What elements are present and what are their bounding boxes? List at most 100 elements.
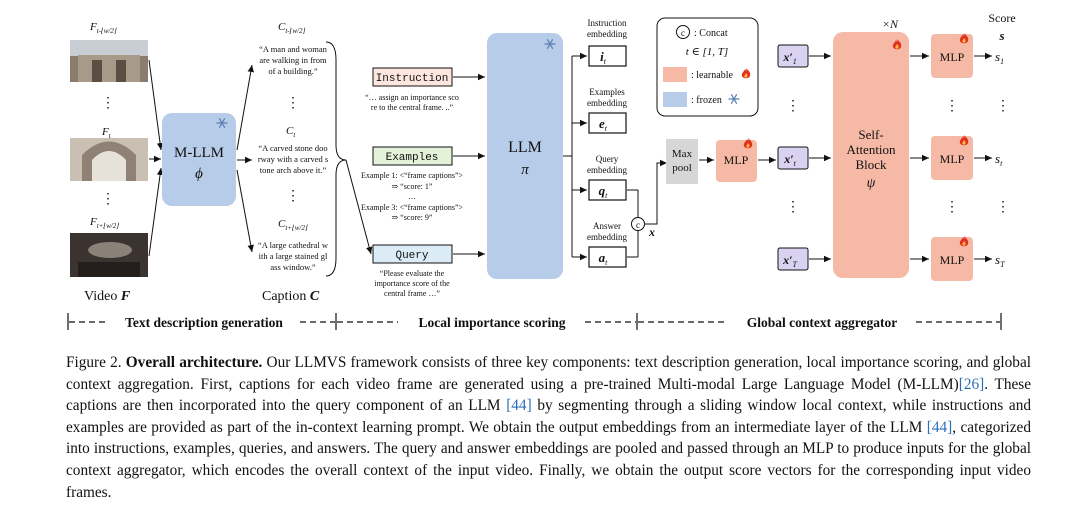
- caption-text: Our LLMVS framework consists of three ke…: [66, 354, 1031, 393]
- embedding-examples: Examples embedding et: [587, 87, 627, 134]
- svg-text:x′1: x′1: [782, 50, 796, 66]
- x-prime-t: x′t: [777, 146, 809, 170]
- svg-text:Query: Query: [596, 154, 619, 164]
- concat-icon: c: [631, 217, 645, 231]
- architecture-diagram: Ft-⌊w/2⌋ ⋮ Ft ⋮ Ft+⌊w/2⌋ Video F M-LLM ϕ: [67, 11, 1016, 330]
- svg-text:are walking in from: are walking in from: [259, 55, 327, 65]
- svg-text:Ft+⌊w/2⌋: Ft+⌊w/2⌋: [89, 216, 119, 230]
- svg-text:rway with a carved s: rway with a carved s: [258, 154, 328, 164]
- figure-title: Overall architecture.: [125, 354, 263, 371]
- mlp-output-T: MLP: [931, 236, 973, 281]
- svg-text:Instruction: Instruction: [588, 18, 627, 28]
- svg-text:ith a large stained gl: ith a large stained gl: [259, 251, 328, 261]
- prompt-instruction: Instruction “… assign an importance sco …: [365, 67, 459, 112]
- section-local-scoring: Local importance scoring: [419, 315, 566, 330]
- svg-text:⋮: ⋮: [786, 200, 800, 215]
- svg-text:Max: Max: [672, 148, 693, 160]
- svg-text:MLP: MLP: [940, 253, 965, 267]
- svg-text:⋮: ⋮: [286, 189, 300, 204]
- repeat-n: ×N: [882, 17, 899, 31]
- score-T: sT: [995, 252, 1005, 269]
- svg-text:ass window.”: ass window.”: [270, 262, 315, 272]
- frame-label-top: F: [89, 21, 97, 33]
- query-text: “Please evaluate the: [380, 269, 445, 278]
- mlp-output-t: MLP: [931, 135, 973, 180]
- svg-text:Ft: Ft: [101, 126, 112, 140]
- svg-text:Ft-⌊w/2⌋: Ft-⌊w/2⌋: [89, 21, 117, 35]
- score-t: st: [995, 151, 1003, 168]
- legend-frozen-swatch: [663, 92, 687, 107]
- legend-frozen-label: : frozen: [691, 95, 722, 106]
- svg-text:MLP: MLP: [724, 153, 749, 167]
- caption-label-top: C: [278, 21, 286, 33]
- svg-text:⋮: ⋮: [286, 96, 300, 111]
- svg-text:x′T: x′T: [782, 253, 797, 269]
- x-prime-1: x′1: [777, 44, 809, 68]
- svg-text:Caption C: Caption C: [262, 289, 320, 304]
- legend-concat-icon: [676, 25, 690, 39]
- svg-text:Self-: Self-: [858, 127, 883, 142]
- svg-text:Example 3: <“frame captions”>: Example 3: <“frame captions”>: [361, 203, 464, 212]
- examples-text: Example 1: <“frame captions”>: [361, 171, 464, 180]
- llm-label: LLM: [508, 139, 542, 156]
- svg-text:embedding: embedding: [587, 232, 627, 242]
- mlp-output-1: MLP: [931, 33, 973, 78]
- legend-concat-label: : Concat: [694, 28, 728, 39]
- svg-text:Ct+⌊w/2⌋: Ct+⌊w/2⌋: [278, 218, 308, 232]
- captions: Ct-⌊w/2⌋ “A man and woman are walking in…: [258, 21, 329, 304]
- citation-link[interactable]: [26]: [958, 375, 985, 393]
- svg-text:⋮: ⋮: [945, 200, 959, 215]
- score-symbol: s: [998, 28, 1004, 43]
- svg-text:embedding: embedding: [587, 165, 627, 175]
- svg-text:⋮: ⋮: [996, 200, 1010, 215]
- svg-text:⋮: ⋮: [101, 96, 115, 111]
- query-label: Query: [395, 250, 428, 262]
- caption-label-mid: C: [286, 125, 294, 137]
- legend-learnable-swatch: [663, 67, 687, 82]
- citation-link[interactable]: [44]: [926, 418, 953, 436]
- svg-text:Examples: Examples: [589, 87, 625, 97]
- prompt-query: Query “Please evaluate the importance sc…: [372, 244, 453, 298]
- section-bar: Text description generation Local import…: [67, 313, 1002, 330]
- caption-text-top: “A man and woman: [259, 44, 327, 54]
- svg-text:x′t: x′t: [783, 152, 796, 168]
- caption-text-bottom: “A large cathedral w: [258, 240, 329, 250]
- svg-text:⇒ “score: 9”: ⇒ “score: 9”: [392, 213, 433, 222]
- svg-text:tone arch above it.”: tone arch above it.”: [260, 165, 327, 175]
- figure-label: Figure 2.: [66, 354, 122, 371]
- x-prime-T: x′T: [777, 247, 809, 271]
- embedding-query: Query embedding qt: [587, 154, 627, 201]
- svg-text:central frame …”: central frame …”: [384, 289, 440, 298]
- svg-text:ψ: ψ: [867, 176, 876, 191]
- mllm-symbol: ϕ: [195, 166, 203, 182]
- svg-text:embedding: embedding: [587, 29, 627, 39]
- figure-caption: Figure 2. Overall architecture. Our LLMV…: [66, 352, 1031, 503]
- instruction-text: “… assign an importance sco: [365, 93, 459, 102]
- frame-label-bottom: F: [89, 216, 97, 228]
- mllm-block: M-LLM ϕ: [162, 113, 236, 206]
- svg-text:at: at: [599, 250, 609, 267]
- video-label: Video: [84, 289, 117, 304]
- svg-text:of a building.”: of a building.”: [268, 66, 318, 76]
- caption-label-bottom: C: [278, 218, 286, 230]
- svg-text:qt: qt: [599, 183, 609, 200]
- svg-text:importance score of the: importance score of the: [374, 279, 450, 288]
- prompt-examples: Examples Example 1: <“frame captions”> ⇒…: [361, 146, 464, 222]
- caption-text: , categorized into instructions, example…: [66, 418, 1031, 501]
- svg-text:re to the central frame. ..”: re to the central frame. ..”: [371, 103, 454, 112]
- maxpool-block: Max pool: [666, 139, 698, 184]
- frame-label-mid: F: [101, 126, 109, 138]
- embedding-answer: Answer embedding at: [587, 221, 627, 268]
- video-frames: Ft-⌊w/2⌋ ⋮ Ft ⋮ Ft+⌊w/2⌋ Video F: [70, 21, 148, 304]
- llm-symbol: π: [521, 162, 529, 178]
- svg-text:c: c: [681, 28, 685, 38]
- svg-text:MLP: MLP: [940, 50, 965, 64]
- concat-output-x: x: [648, 225, 655, 239]
- citation-link[interactable]: [44]: [506, 397, 532, 415]
- svg-text:⋮: ⋮: [786, 99, 800, 114]
- svg-text:pool: pool: [672, 162, 692, 174]
- svg-text:Video F: Video F: [84, 289, 131, 304]
- score-1: s1: [995, 49, 1004, 66]
- svg-text:c: c: [636, 220, 640, 230]
- svg-text:⋮: ⋮: [945, 99, 959, 114]
